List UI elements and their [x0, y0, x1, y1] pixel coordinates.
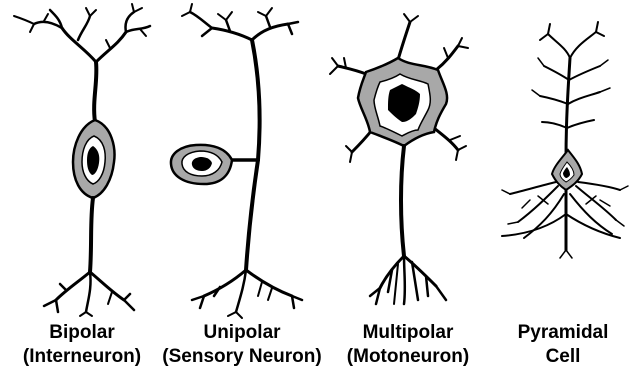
bipolar-axon: [44, 198, 134, 316]
unipolar-dendrites: [182, 4, 298, 160]
bipolar-soma: [73, 120, 114, 198]
neuron-labels: Bipolar (Interneuron) Unipolar (Sensory …: [23, 322, 609, 367]
multipolar-axon: [370, 146, 446, 304]
label-pyramidal-type: Cell: [546, 346, 581, 367]
label-pyramidal: Pyramidal: [518, 322, 609, 343]
label-multipolar-type: (Motoneuron): [347, 346, 469, 367]
pyramidal-cell: [502, 22, 628, 258]
bipolar-neuron: [14, 4, 150, 316]
label-unipolar-type: (Sensory Neuron): [162, 346, 321, 367]
label-bipolar-type: (Interneuron): [23, 346, 141, 367]
pyramidal-soma: [552, 150, 582, 190]
pyramidal-apical-dendrite: [532, 22, 610, 160]
unipolar-neuron: [171, 4, 302, 318]
bipolar-dendrites: [14, 4, 150, 122]
unipolar-soma: [171, 145, 258, 184]
label-bipolar: Bipolar: [49, 322, 115, 343]
multipolar-soma: [358, 58, 447, 146]
pyramidal-basal-dendrites: [502, 182, 628, 258]
multipolar-neuron: [330, 14, 468, 304]
label-multipolar: Multipolar: [363, 322, 454, 343]
label-unipolar: Unipolar: [203, 322, 281, 343]
